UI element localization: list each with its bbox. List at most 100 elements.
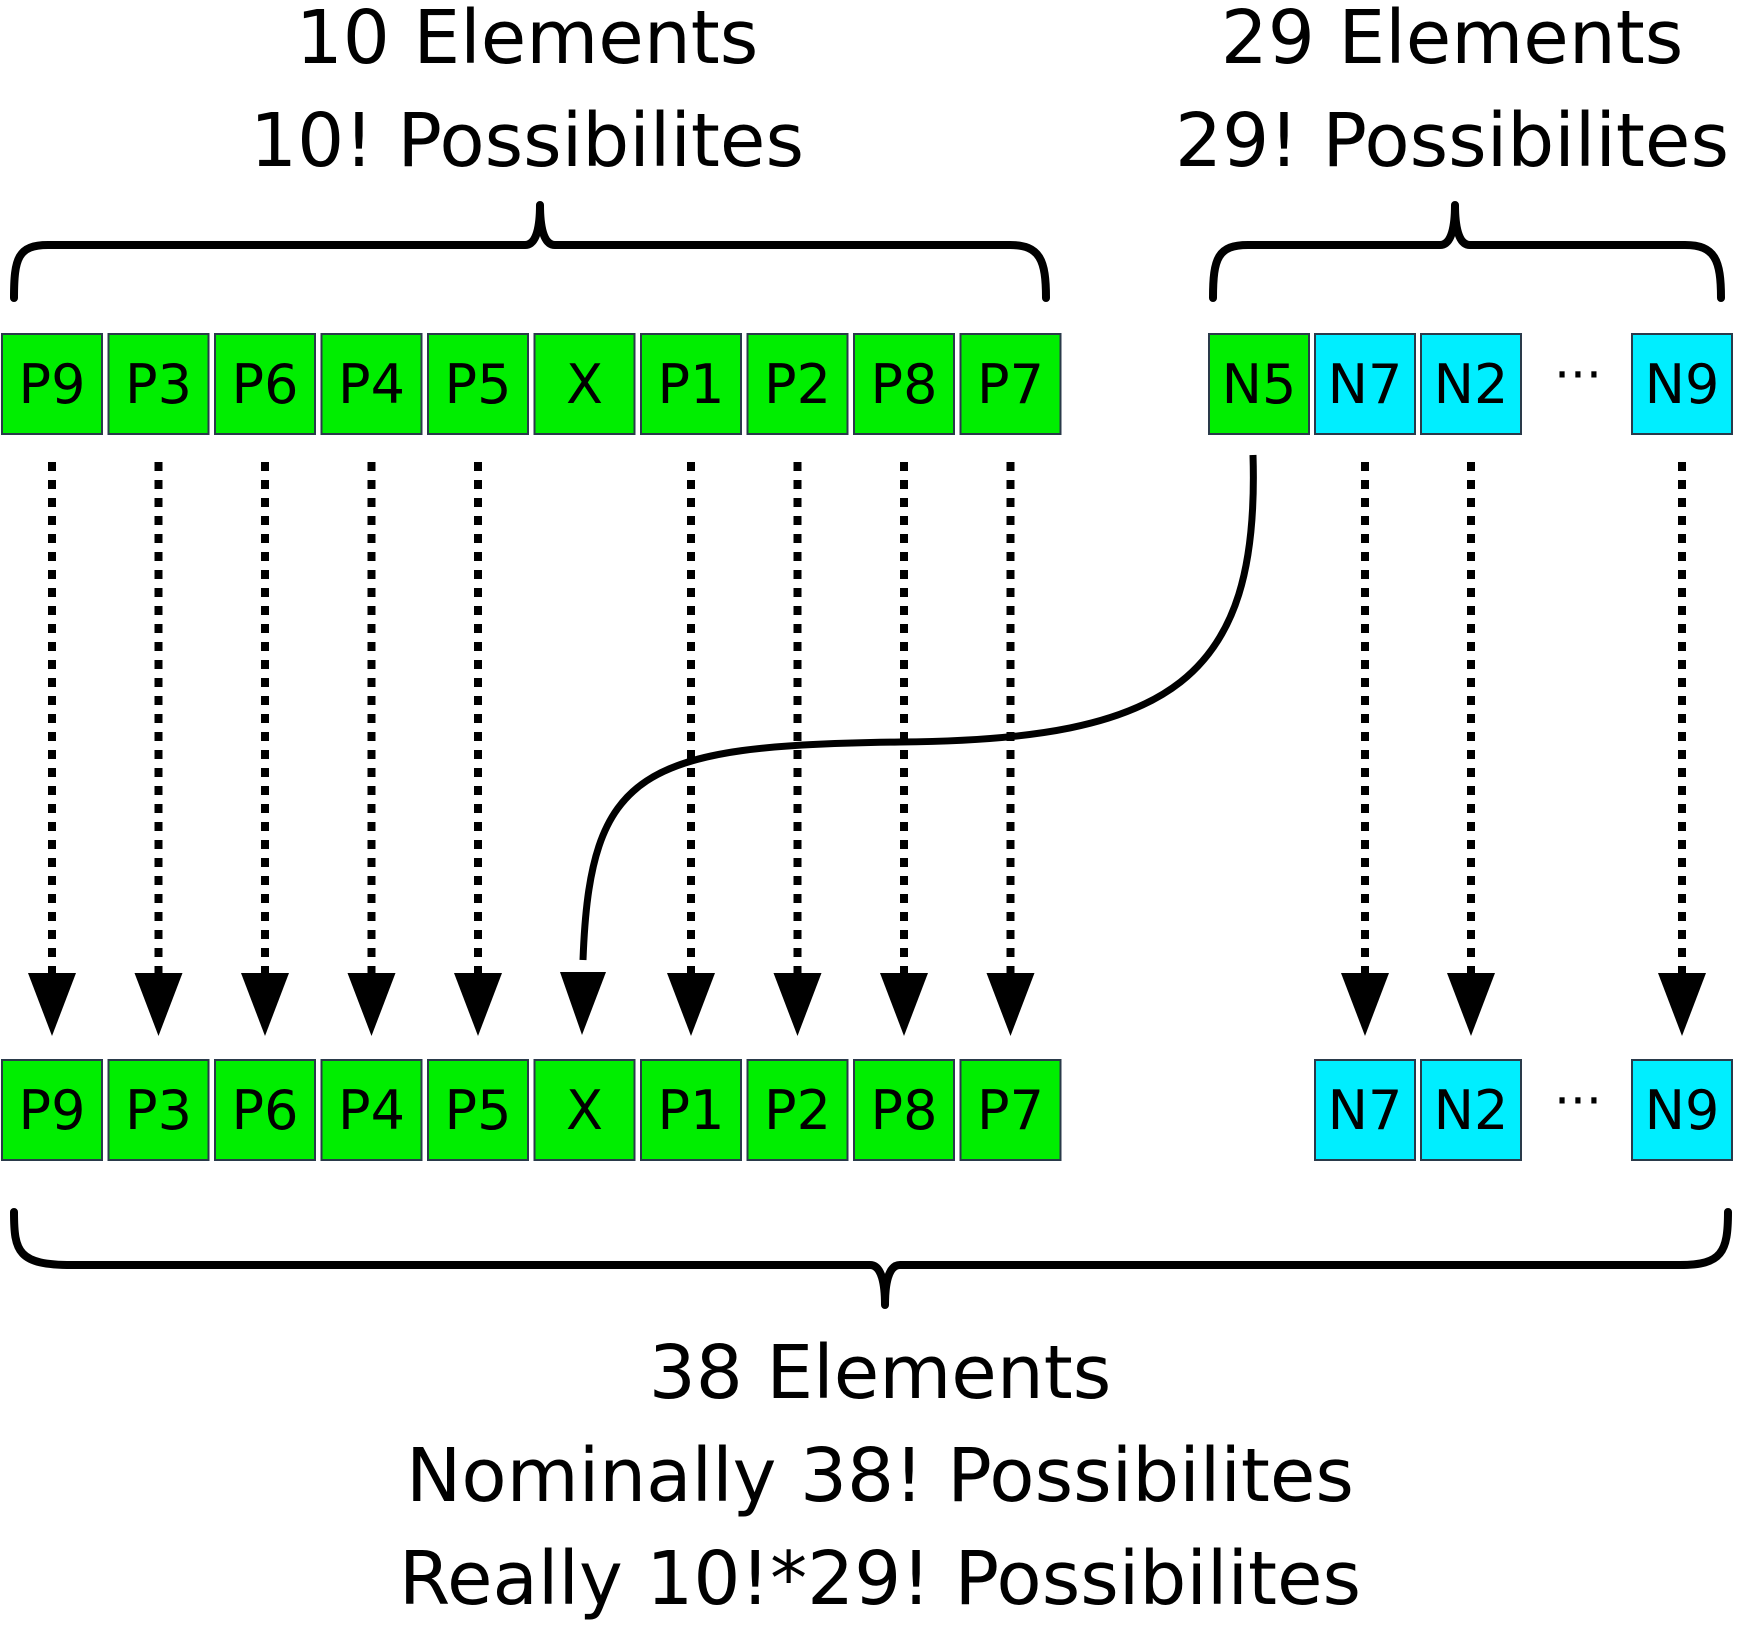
bottom-cell-p1: P1 [640, 1059, 742, 1161]
bottom-cell-p8-box [853, 1059, 955, 1161]
top-cell-p2: P2 [746, 333, 849, 435]
bottom-nominal-label: Nominally 38! Possibilites [406, 1433, 1354, 1519]
arrow-p7-head [986, 973, 1035, 1036]
top-cell-n7-label: N7 [1328, 353, 1403, 416]
top-cell-p3-label: P3 [125, 353, 192, 416]
top-cell-n2: N2 [1420, 333, 1522, 435]
top-cell-p8-box [853, 333, 955, 435]
top-cell-p8: P8 [853, 333, 955, 435]
top-cell-p6-label: P6 [232, 353, 299, 416]
bottom-cell-x-label: X [566, 1079, 603, 1142]
top-right-possibilities-label: 29! Possibilites [1175, 98, 1729, 184]
top-right-count-label: 29 Elements [1221, 0, 1684, 81]
top-cell-p1-label: P1 [658, 353, 725, 416]
top-cell-p7-label: P7 [977, 353, 1044, 416]
bottom-cell-p1-label: P1 [658, 1079, 725, 1142]
top-cell-n2-label: N2 [1434, 353, 1509, 416]
bottom-cell-p6-box [214, 1059, 316, 1161]
top-cell-p1: P1 [640, 333, 742, 435]
bottom-cell-p3-box [107, 1059, 210, 1161]
bottom-cell-n7-label: N7 [1328, 1079, 1403, 1142]
bottom-count-label: 38 Elements [649, 1330, 1112, 1416]
bottom-cell-n9-box [1631, 1059, 1733, 1161]
curved-arrow-n5-to-x [579, 454, 1257, 961]
top-cell-p5: P5 [427, 333, 529, 435]
top-left-count-label: 10 Elements [296, 0, 759, 81]
top-cell-n9-box [1631, 333, 1733, 435]
bottom-cell-p6-label: P6 [232, 1079, 299, 1142]
top-right-row: N5 N7 N2 N9 [1208, 333, 1733, 435]
bottom-cell-p3-label: P3 [125, 1079, 192, 1142]
bottom-cell-n9: N9 [1631, 1059, 1733, 1161]
bottom-cell-p4-box [320, 1059, 423, 1161]
top-cell-x-box [533, 333, 636, 435]
bottom-cell-n2: N2 [1420, 1059, 1522, 1161]
top-cell-n5-box [1208, 333, 1310, 435]
arrow-p9-head [28, 973, 76, 1036]
bottom-cell-p9: P9 [1, 1059, 103, 1161]
top-cell-p2-box [746, 333, 849, 435]
top-cell-p5-label: P5 [445, 353, 512, 416]
top-cell-x-label: X [566, 353, 603, 416]
top-right-brace [1209, 201, 1725, 302]
bottom-cell-p4-label: P4 [338, 1079, 405, 1142]
top-cell-p3: P3 [107, 333, 210, 435]
top-cell-n2-box [1420, 333, 1522, 435]
top-cell-p9-box [1, 333, 103, 435]
top-cell-p7-box [959, 333, 1062, 435]
top-left-brace [10, 201, 1050, 302]
top-cell-p4-box [320, 333, 423, 435]
arrow-n7-head [1341, 973, 1389, 1036]
bottom-cell-p7: P7 [959, 1059, 1062, 1161]
bottom-cell-p2-label: P2 [764, 1079, 831, 1142]
top-cell-p9: P9 [1, 333, 103, 435]
arrow-p8-head [880, 973, 928, 1036]
bottom-cell-x: X [533, 1059, 636, 1161]
top-cell-p1-box [640, 333, 742, 435]
top-cell-p8-label: P8 [871, 353, 938, 416]
bottom-cell-p3: P3 [107, 1059, 210, 1161]
bottom-left-row: P9 P3 P6 P4 P5 X P1 P2 P8 P7 [1, 1059, 1062, 1161]
bottom-cell-n7: N7 [1314, 1059, 1416, 1161]
bottom-cell-x-box [533, 1059, 636, 1161]
top-ellipsis: ··· [1554, 346, 1602, 404]
bottom-cell-n2-box [1420, 1059, 1522, 1161]
arrow-n9-head [1658, 973, 1706, 1036]
bottom-cell-p8: P8 [853, 1059, 955, 1161]
top-cell-x: X [533, 333, 636, 435]
bottom-real-label: Really 10!*29! Possibilites [399, 1536, 1361, 1622]
arrow-p4-head [347, 973, 396, 1036]
top-cell-p7: P7 [959, 333, 1062, 435]
arrow-p2-head [773, 973, 822, 1036]
bottom-brace [10, 1208, 1732, 1309]
bottom-cell-p1-box [640, 1059, 742, 1161]
top-cell-p2-label: P2 [764, 353, 831, 416]
bottom-cell-p6: P6 [214, 1059, 316, 1161]
bottom-cell-p5-label: P5 [445, 1079, 512, 1142]
bottom-cell-p9-box [1, 1059, 103, 1161]
top-cell-p4-label: P4 [338, 353, 405, 416]
dotted-arrows [28, 462, 1706, 1036]
bottom-cell-p4: P4 [320, 1059, 423, 1161]
bottom-cell-p7-label: P7 [977, 1079, 1044, 1142]
bottom-cell-n7-box [1314, 1059, 1416, 1161]
bottom-cell-n2-label: N2 [1434, 1079, 1509, 1142]
top-cell-n7-box [1314, 333, 1416, 435]
bottom-cell-p5-box [427, 1059, 529, 1161]
top-cell-n5: N5 [1208, 333, 1310, 435]
arrow-p6-head [241, 973, 289, 1036]
top-cell-p5-box [427, 333, 529, 435]
curved-arrow-head [560, 972, 606, 1035]
bottom-cell-p8-label: P8 [871, 1079, 938, 1142]
top-cell-p3-box [107, 333, 210, 435]
bottom-cell-p5: P5 [427, 1059, 529, 1161]
arrow-p1-head [667, 973, 715, 1036]
top-left-row: P9 P3 P6 P4 P5 X P1 P2 P8 P7 [1, 333, 1062, 435]
bottom-cell-p7-box [959, 1059, 1062, 1161]
bottom-ellipsis: ··· [1554, 1072, 1602, 1130]
top-cell-n9-label: N9 [1645, 353, 1720, 416]
top-cell-n5-label: N5 [1222, 353, 1297, 416]
arrow-n2-head [1447, 973, 1495, 1036]
top-cell-p6: P6 [214, 333, 316, 435]
top-cell-n9: N9 [1631, 333, 1733, 435]
